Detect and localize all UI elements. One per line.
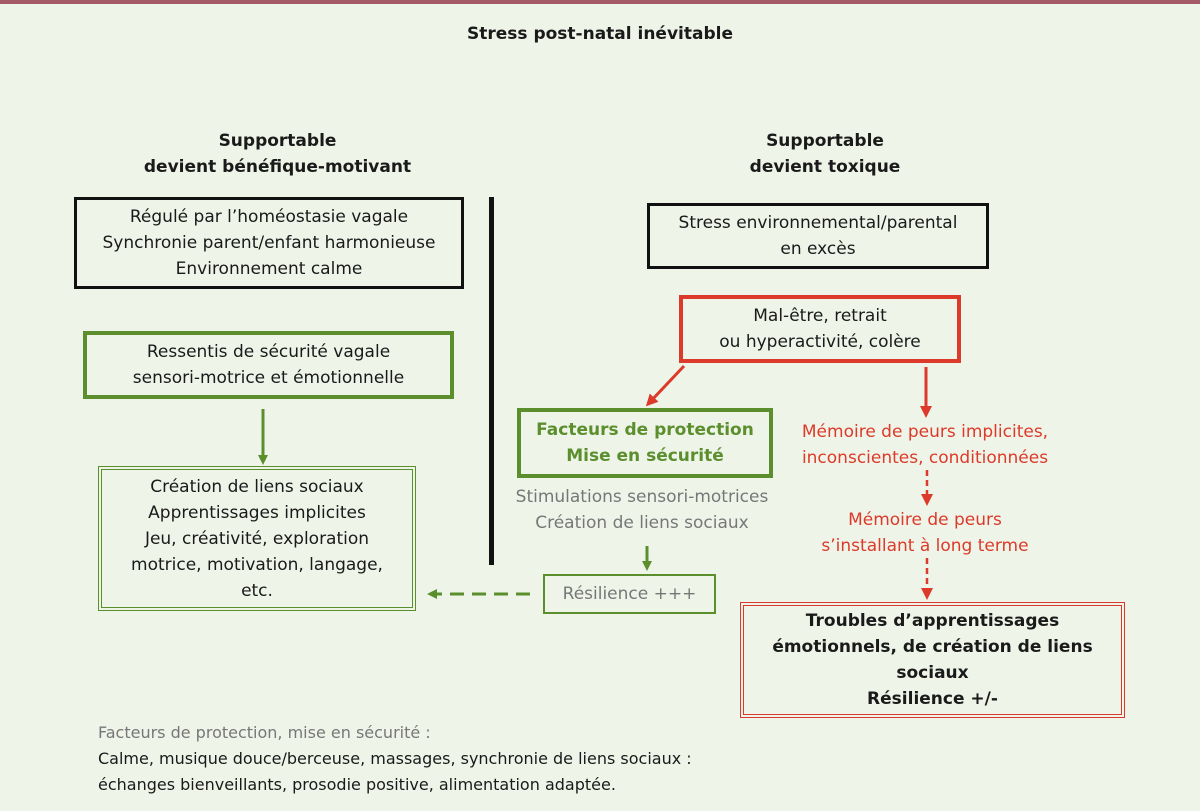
homeostasis-line1: Régulé par l’homéostasie vagale [129,207,409,227]
malaise-line2: ou hyperactivité, colère [719,332,921,352]
vagal-safety-box: Ressentis de sécurité vagale sensori-mot… [83,331,454,399]
implicit-fear-line2: inconscientes, conditionnées [801,448,1049,468]
environmental-stress-line2: en excès [780,239,856,259]
long-term-fear-line1: Mémoire de peurs [848,510,1002,530]
right-column-heading: Supportable devient toxique [680,128,970,180]
protection-line1: Facteurs de protection [536,420,754,440]
stimulations-line2: Création de liens sociaux [535,513,749,533]
right-heading-line2: devient toxique [749,157,901,177]
vagal-safety-line1: Ressentis de sécurité vagale [146,342,391,362]
troubles-line3: sociaux [896,663,969,683]
footer-notes: Facteurs de protection, mise en sécurité… [98,720,692,798]
diagram-title: Stress post-natal inévitable [467,24,733,44]
left-heading-line2: devient bénéfique-motivant [143,157,412,177]
arrow-diagonal-icon [645,364,686,407]
homeostasis-line3: Environnement calme [175,259,363,279]
social-bonds-line5: etc. [241,580,273,601]
stimulations-text: Stimulations sensori-motrices Création d… [497,484,787,536]
stimulations-line1: Stimulations sensori-motrices [515,487,769,507]
social-bonds-box: Création de liens sociaux Apprentissages… [98,466,416,611]
protection-factors-box: Facteurs de protection Mise en sécurité [517,408,773,478]
homeostasis-box: Régulé par l’homéostasie vagale Synchron… [74,197,464,289]
troubles-line1: Troubles d’apprentissages [805,611,1060,631]
left-column-heading: Supportable devient bénéfique-motivant [100,128,455,180]
footer-line1: Facteurs de protection, mise en sécurité… [98,723,431,742]
column-divider [489,197,494,565]
long-term-fear-memory-text: Mémoire de peurs s’installant à long ter… [800,507,1050,559]
vagal-safety-line2: sensori-motrice et émotionnelle [132,368,405,388]
malaise-box: Mal-être, retrait ou hyperactivité, colè… [679,295,961,363]
implicit-fear-memory-text: Mémoire de peurs implicites, inconscient… [785,419,1065,471]
right-heading-line1: Supportable [766,131,884,151]
social-bonds-line4: motrice, motivation, langage, [131,554,383,575]
troubles-line4: Résilience +/- [867,689,998,709]
social-bonds-line1: Création de liens sociaux [150,476,364,497]
footer-line2: Calme, musique douce/berceuse, massages,… [98,749,692,768]
troubles-line2: émotionnels, de création de liens [772,637,1093,657]
social-bonds-line3: Jeu, créativité, exploration [144,528,370,549]
environmental-stress-box: Stress environnemental/parental en excès [647,203,989,269]
protection-line2: Mise en sécurité [566,446,724,466]
footer-line3: échanges bienveillants, prosodie positiv… [98,775,616,794]
resilience-high-label: Résilience +++ [562,584,697,604]
homeostasis-line2: Synchronie parent/enfant harmonieuse [102,233,436,253]
implicit-fear-line1: Mémoire de peurs implicites, [801,422,1049,442]
environmental-stress-line1: Stress environnemental/parental [678,213,958,233]
long-term-fear-line2: s’installant à long terme [821,536,1029,556]
malaise-line1: Mal-être, retrait [753,306,887,326]
social-bonds-line2: Apprentissages implicites [148,502,366,523]
resilience-high-box: Résilience +++ [543,574,716,614]
left-heading-line1: Supportable [218,131,337,151]
learning-troubles-box: Troubles d’apprentissages émotionnels, d… [740,602,1125,718]
top-accent-bar [0,0,1200,4]
